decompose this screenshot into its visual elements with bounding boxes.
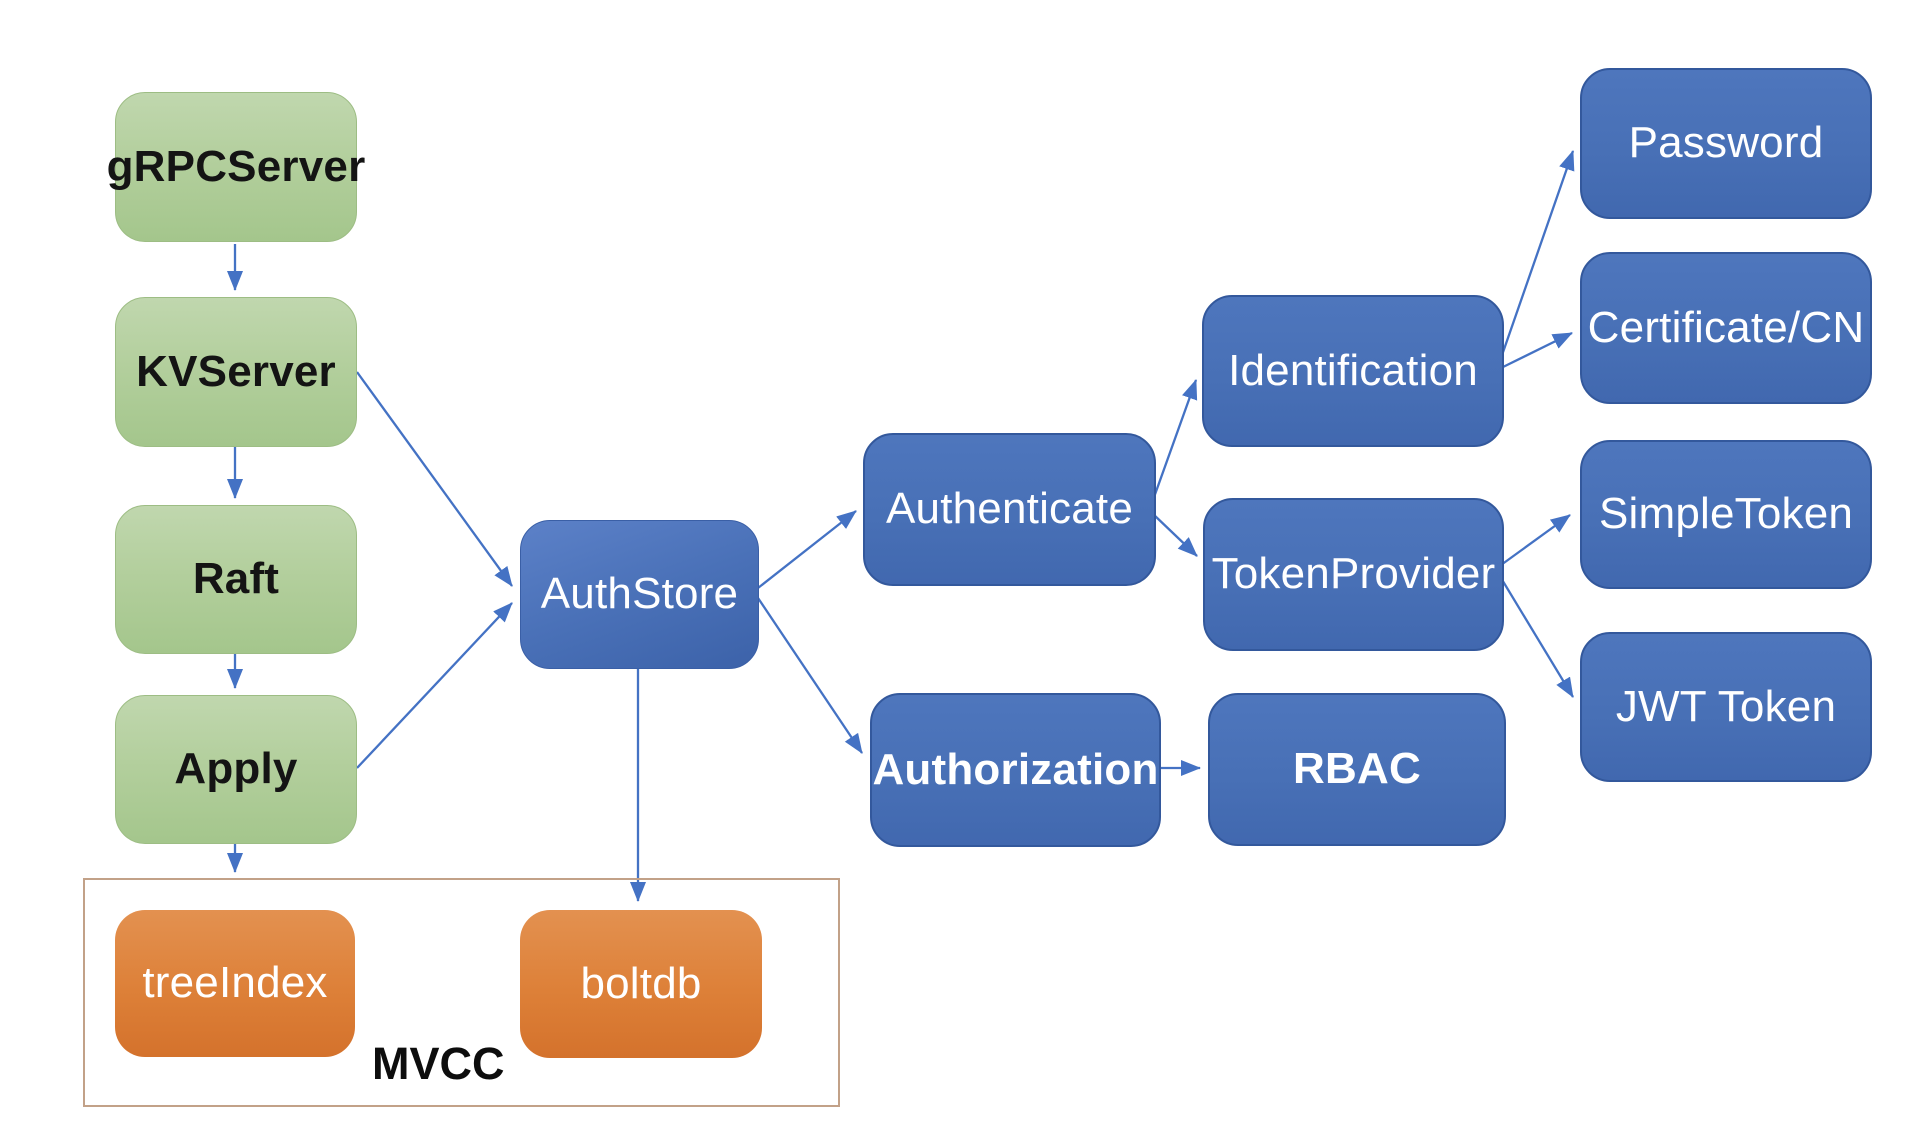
- edge-authenticate-identification: [1151, 379, 1198, 501]
- mvcc-label: MVCC: [372, 1038, 505, 1089]
- node-identification: Identification: [1202, 295, 1504, 447]
- node-tokenprovider: TokenProvider: [1203, 498, 1504, 651]
- node-certificate-cn: Certificate/CN: [1580, 252, 1872, 404]
- node-boltdb: boltdb: [520, 910, 762, 1058]
- node-kvserver: KVServer: [115, 297, 357, 447]
- edge-authstore-authenticate: [757, 510, 857, 589]
- node-authenticate: Authenticate: [863, 433, 1156, 586]
- mvcc-container: [83, 878, 840, 1107]
- edge-identification-password: [1499, 150, 1575, 359]
- edge-identification-certcn: [1500, 331, 1573, 370]
- node-rbac: RBAC: [1208, 693, 1506, 846]
- node-grpcserver: gRPCServer: [107, 92, 365, 242]
- edge-tokenprovider-jwttoken: [1500, 577, 1574, 698]
- edge-authenticate-tokenprovider: [1152, 513, 1198, 557]
- node-authstore: AuthStore: [520, 520, 759, 669]
- edge-tokenprovider-simpletoken: [1500, 514, 1571, 566]
- node-authorization: Authorization: [870, 693, 1161, 847]
- node-apply: Apply: [115, 695, 357, 844]
- edge-kvserver-authstore: [356, 371, 513, 587]
- node-jwt-token: JWT Token: [1580, 632, 1872, 782]
- node-raft: Raft: [115, 505, 357, 654]
- edge-apply-authstore: [356, 602, 513, 769]
- edge-authstore-authorization: [757, 597, 863, 754]
- node-password: Password: [1580, 68, 1872, 219]
- node-simpletoken: SimpleToken: [1580, 440, 1872, 589]
- node-treeindex: treeIndex: [115, 910, 355, 1057]
